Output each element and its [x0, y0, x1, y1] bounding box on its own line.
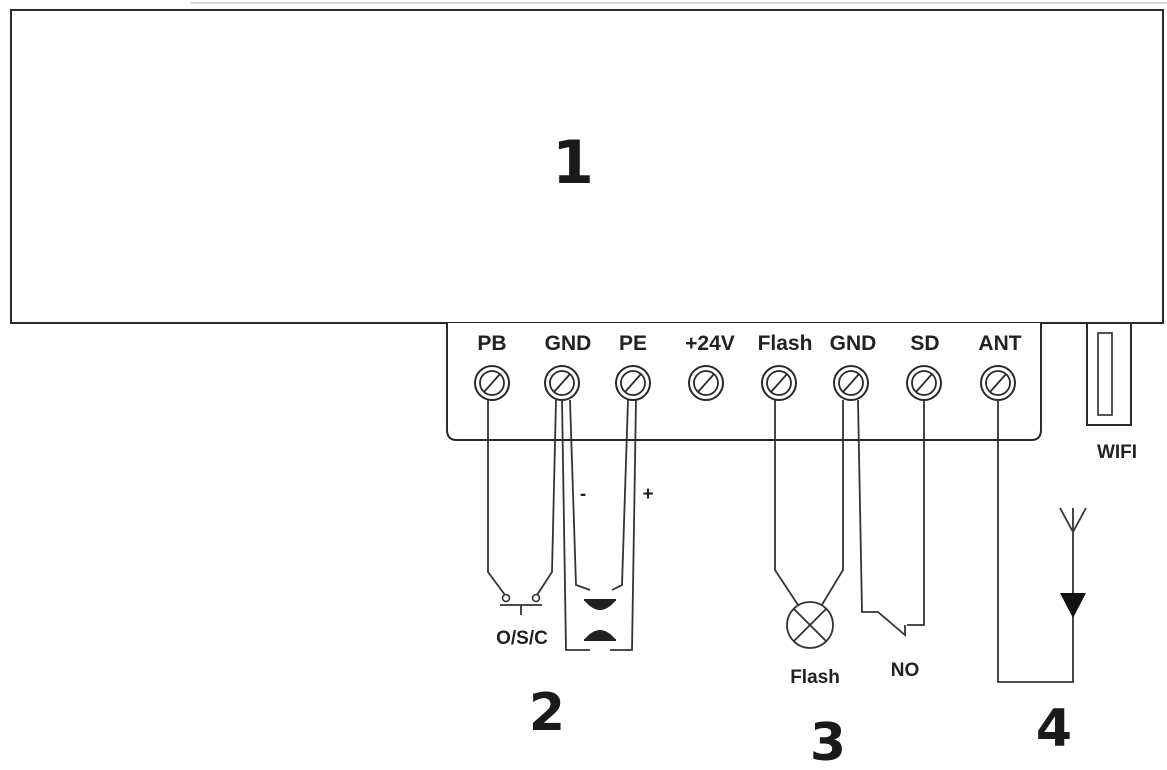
switch-label: O/S/C	[496, 628, 548, 649]
wire-sd-to-contact	[907, 400, 925, 626]
screw-terminals	[474, 365, 1016, 401]
terminal-label-sd: SD	[910, 332, 939, 355]
group-2-wiring: O/S/C - + 2	[487, 399, 654, 743]
photocell-icon	[584, 599, 616, 641]
terminal-label-pe: PE	[619, 332, 647, 355]
terminal-label-ant: ANT	[978, 332, 1021, 355]
wire-gnd-to-button	[536, 399, 557, 596]
screw-terminal-gnd1	[544, 365, 580, 401]
wire-flash-a	[774, 400, 801, 609]
flash-lamp-label: Flash	[790, 667, 840, 688]
group-4-wiring: 4	[997, 400, 1087, 759]
screw-terminal-24v	[688, 365, 724, 401]
no-contact-label: NO	[891, 660, 920, 681]
antenna-icon	[1059, 507, 1087, 618]
screw-terminal-pb	[474, 365, 510, 401]
wire-pe-plus-a	[611, 399, 629, 591]
wifi-module: WIFI	[1086, 322, 1137, 463]
screw-terminal-gnd2	[833, 365, 869, 401]
wire-ant	[997, 400, 1074, 683]
terminal-block	[446, 323, 1042, 441]
wire-gnd-to-photocell	[561, 399, 590, 651]
terminal-labels: PB GND PE +24V Flash GND SD ANT	[477, 332, 1021, 355]
screw-terminal-flash	[761, 365, 797, 401]
terminal-label-gnd1: GND	[545, 332, 592, 355]
terminal-label-flash: Flash	[758, 332, 813, 355]
group-4-number: 4	[1036, 699, 1072, 759]
wifi-label: WIFI	[1097, 442, 1137, 463]
group-3-number: 3	[810, 713, 846, 770]
wire-gnd-minus	[569, 399, 591, 591]
flash-lamp-icon	[786, 601, 834, 649]
screw-terminal-sd	[906, 365, 942, 401]
screw-terminal-ant	[980, 365, 1016, 401]
minus-sign: -	[580, 484, 586, 505]
controller-number: 1	[552, 128, 594, 198]
plus-sign: +	[642, 484, 653, 505]
wire-pe-plus-b	[610, 399, 637, 651]
terminal-label-24v: +24V	[685, 332, 735, 355]
wire-pb	[487, 400, 506, 596]
wire-gnd-to-contact	[857, 399, 906, 637]
terminal-label-pb: PB	[477, 332, 506, 355]
group-3-wiring: Flash NO 3	[774, 399, 925, 770]
push-button-switch	[500, 593, 542, 615]
wire-flash-b	[819, 400, 844, 609]
group-2-number: 2	[529, 683, 565, 743]
screw-terminal-pe	[615, 365, 651, 401]
terminal-label-gnd2: GND	[830, 332, 877, 355]
wifi-slot	[1097, 332, 1113, 416]
